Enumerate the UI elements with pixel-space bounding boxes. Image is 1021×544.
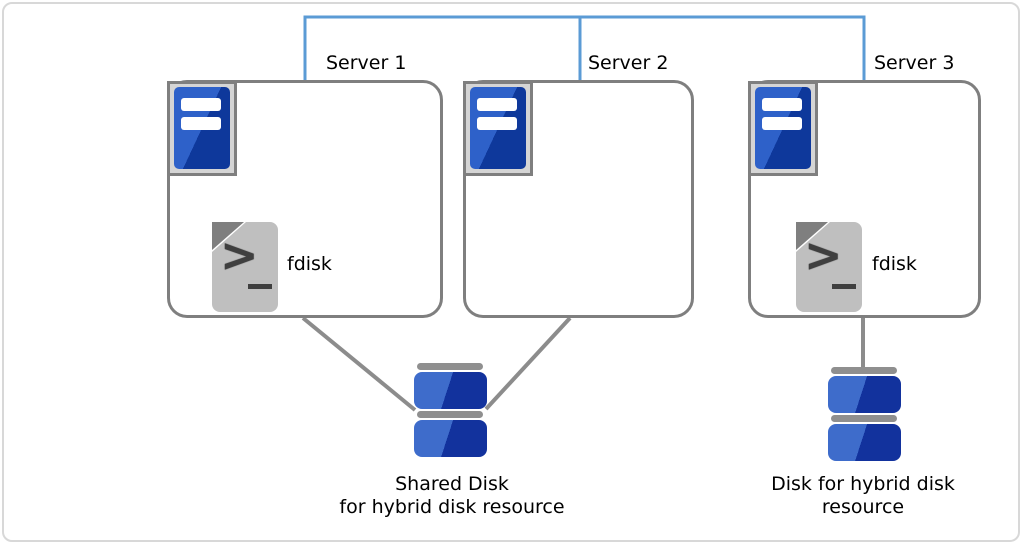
shared-disk-caption-line2: for hybrid disk resource xyxy=(339,496,565,518)
server3-tower-icon xyxy=(748,81,818,176)
server-drive-bay xyxy=(477,98,517,111)
hybrid-disk-caption-line2: resource xyxy=(821,496,905,518)
server-drive-bay xyxy=(762,98,802,111)
server2-label: Server 2 xyxy=(588,52,669,74)
server1-terminal-document-icon: > xyxy=(212,222,278,312)
hybrid-disk-caption: Disk for hybrid disk resource xyxy=(738,473,988,519)
interconnect-network-line xyxy=(303,15,866,80)
server-tower-body xyxy=(470,87,526,169)
connector-server1-shared-disk xyxy=(301,316,417,412)
disk-body xyxy=(414,372,487,409)
server-drive-bay xyxy=(762,117,802,130)
prompt-icon: > xyxy=(220,228,259,282)
cursor-icon xyxy=(248,284,272,289)
server1-label: Server 1 xyxy=(326,52,407,74)
disk-body xyxy=(414,420,487,457)
server-tower-body xyxy=(755,87,811,169)
disk-cap xyxy=(417,363,483,370)
connector-server2-shared-disk xyxy=(484,316,572,411)
server1-fdisk-label: fdisk xyxy=(287,253,332,275)
disk-cap xyxy=(831,367,897,374)
cursor-icon xyxy=(832,284,856,289)
shared-disk-icon xyxy=(414,362,487,457)
disk-body xyxy=(828,424,901,461)
server-drive-bay xyxy=(181,98,221,111)
server-drive-bay xyxy=(181,117,221,130)
disk-cap xyxy=(831,415,897,422)
server2-tower-icon xyxy=(463,81,533,176)
server-drive-bay xyxy=(477,117,517,130)
disk-body xyxy=(828,376,901,413)
shared-disk-caption: Shared Disk for hybrid disk resource xyxy=(327,473,577,519)
hybrid-disk-caption-line1: Disk for hybrid disk xyxy=(771,473,955,495)
disk-cap xyxy=(417,411,483,418)
server1-tower-icon xyxy=(167,81,237,176)
server-tower-body xyxy=(174,87,230,169)
server3-label: Server 3 xyxy=(874,52,955,74)
server3-terminal-document-icon: > xyxy=(796,222,862,312)
shared-disk-caption-line1: Shared Disk xyxy=(395,473,509,495)
prompt-icon: > xyxy=(804,228,843,282)
server3-fdisk-label: fdisk xyxy=(872,253,917,275)
hybrid-disk-icon xyxy=(828,366,901,461)
